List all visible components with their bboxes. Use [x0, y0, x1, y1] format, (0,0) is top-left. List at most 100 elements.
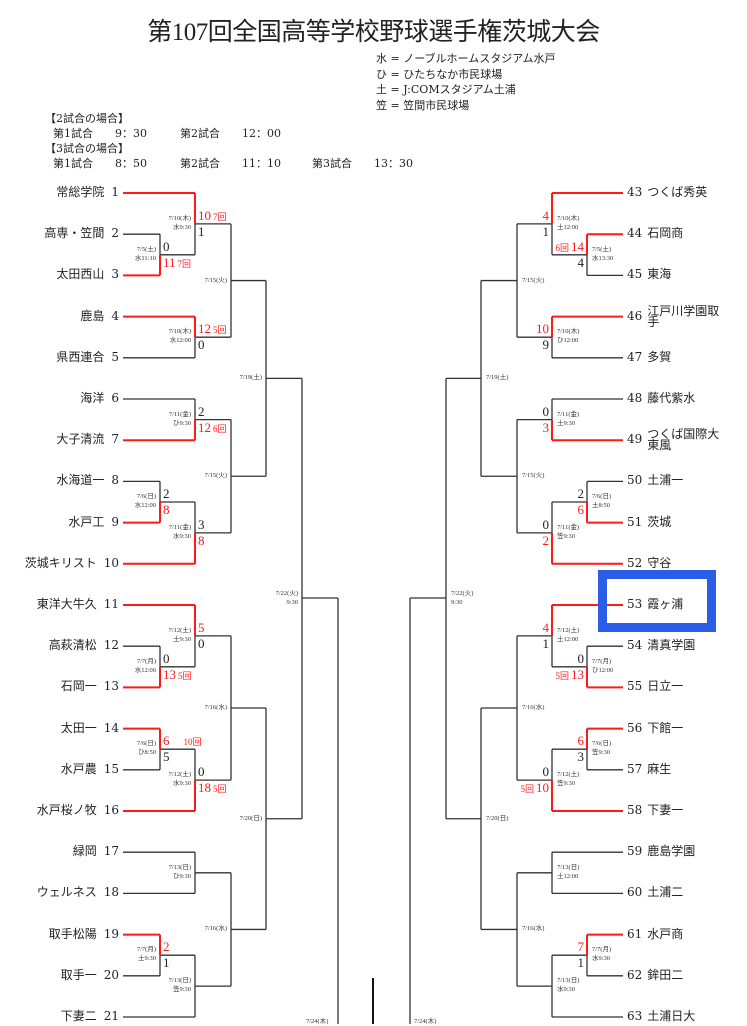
match-date: 7/10(木)ひ12:00 — [557, 327, 579, 345]
team-name: 茨城 — [647, 514, 672, 529]
score-value: 0 — [198, 337, 205, 353]
match-date: 7/11(金)水9:30 — [169, 523, 191, 541]
innings-note: 5回 — [213, 784, 227, 795]
team-name: 霞ヶ浦 — [647, 597, 684, 611]
team-name: 海洋 — [80, 391, 105, 405]
team-number: 43 — [627, 185, 643, 199]
match-day: 7/16(水) — [522, 925, 545, 933]
team-entry: 59 鹿島学園 — [627, 845, 695, 858]
schedule-header: 【3試合の場合】 — [45, 142, 129, 155]
team-name: 鹿島学園 — [647, 844, 696, 859]
score-top: 0 — [163, 651, 170, 666]
match-venue-time: 土8:50 — [592, 502, 611, 509]
match-day: 7/6(日) — [592, 740, 612, 748]
match-day: 7/6(日) — [592, 493, 612, 500]
team-number: 1 — [111, 185, 119, 199]
match-date: 7/11(金)ひ9:30 — [169, 410, 191, 428]
team-number: 4 — [111, 308, 119, 323]
score-value: 2 — [542, 532, 550, 548]
score-bottom: 8 — [198, 533, 205, 548]
game-label: 第1試合 — [53, 127, 93, 140]
match-date: 7/11(金)笠9:30 — [557, 523, 579, 541]
game-time: 8：50 — [115, 157, 147, 170]
match-date: 7/6(日)ひ8:50 — [137, 739, 156, 757]
match-date: 7/12(土)土9:30 — [169, 626, 191, 644]
score-value: 0 — [198, 764, 205, 780]
score-value: 4 — [577, 254, 585, 270]
score-bottom: 9 — [543, 338, 550, 352]
score-value: 18 — [198, 780, 211, 796]
match-venue-time: 水9:30 — [592, 955, 611, 963]
match-day: 7/6(日) — [136, 493, 156, 500]
score-top: 4 — [543, 208, 550, 223]
match-day: 7/12(土) — [557, 626, 580, 634]
highlight-box — [598, 570, 716, 632]
match-day: 7/13(日) — [557, 977, 580, 985]
team-number: 51 — [627, 514, 643, 529]
team-number: 11 — [103, 597, 119, 611]
team-number: 6 — [111, 391, 119, 405]
match-day: 7/5(土) — [136, 245, 156, 253]
match-day: 7/16(水) — [204, 704, 227, 711]
score-value: 6 — [577, 733, 585, 749]
team-name: 太田一 — [60, 720, 97, 735]
innings-note: 7回 — [177, 258, 192, 269]
team-name: 緑岡 — [72, 844, 97, 859]
match-date: 7/15(火) — [522, 471, 544, 480]
score-value: 11 — [163, 254, 176, 270]
score-value: 5 — [163, 749, 170, 765]
score-bottom: 0 — [198, 636, 205, 651]
score-bottom: 6 — [578, 503, 585, 517]
match-venue-time: 水12:00 — [134, 502, 156, 509]
score-bottom: 2 — [542, 532, 550, 548]
match-venue-time: 水9:30 — [557, 986, 576, 994]
match-day: 7/10(木) — [168, 328, 191, 336]
innings-note: 5回 — [178, 670, 192, 681]
team-number: 16 — [103, 803, 119, 817]
match-date: 7/7(月)土9:30 — [137, 945, 156, 963]
score-value: 1 — [542, 223, 550, 239]
score-value: 2 — [163, 486, 170, 501]
score-value: 13 — [163, 666, 176, 682]
match-venue-time: 土12:00 — [557, 872, 579, 880]
team-entry: 鹿島 4 — [80, 308, 119, 323]
score-bottom: 0 — [198, 338, 205, 352]
match-venue-time: 土9:30 — [137, 955, 156, 963]
score-bottom: 3 — [578, 750, 585, 764]
match-date: 7/11(金)土9:30 — [557, 410, 579, 428]
score-value: 1 — [163, 955, 170, 971]
team-number: 15 — [103, 761, 119, 776]
team-name: 常総学院 — [56, 185, 105, 199]
team-name: 藤代紫水 — [647, 391, 696, 405]
team-name: 太田西山 — [56, 267, 105, 282]
match-day: 7/11(金) — [168, 410, 191, 418]
score-value: 2 — [198, 403, 205, 419]
score-top: 7 — [578, 940, 585, 954]
team-name: 下妻二 — [60, 1009, 97, 1023]
score-value: 8 — [163, 502, 170, 517]
match-date: 7/15(火) — [205, 276, 227, 285]
score-value: 3 — [542, 419, 550, 435]
team-name: 鹿島 — [80, 308, 105, 323]
team-name: つくば国際大東風 — [647, 427, 720, 453]
match-date: 7/10(木)水9:30 — [169, 214, 191, 232]
team-number: 59 — [627, 844, 643, 859]
match-date: 7/15(火) — [522, 276, 544, 285]
match-date: 7/12(土)土12:00 — [557, 626, 579, 644]
match-date: 7/22(火)9:30 — [276, 589, 298, 607]
team-number: 56 — [627, 720, 643, 735]
team-number: 52 — [627, 555, 643, 570]
match-venue-time: 水9:30 — [172, 223, 191, 231]
match-day: 7/12(土) — [557, 771, 580, 779]
